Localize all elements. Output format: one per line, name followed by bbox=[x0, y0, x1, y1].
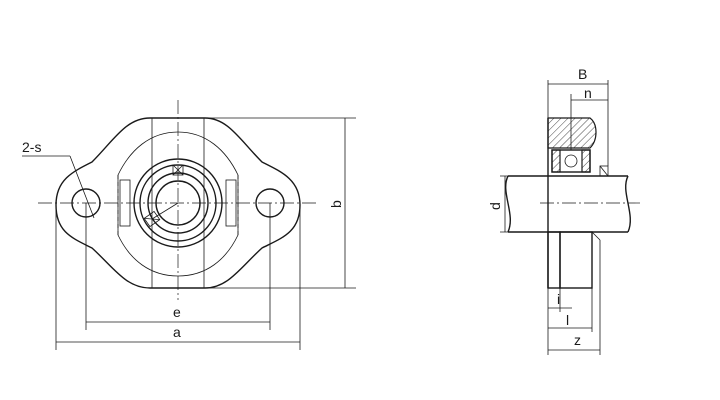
dim-i-label: i bbox=[557, 291, 560, 307]
dim-z-label: z bbox=[574, 332, 581, 348]
bolt-spacing-label: e bbox=[173, 304, 181, 320]
overall-length-label: a bbox=[173, 324, 181, 340]
dim-l-label: l bbox=[566, 312, 569, 328]
flange-plate-side bbox=[547, 231, 561, 289]
housing-section-top bbox=[547, 117, 597, 149]
offset-n-label: n bbox=[584, 85, 592, 101]
shaft-diameter-label: d bbox=[487, 202, 503, 210]
inner-ring-extension bbox=[559, 231, 593, 289]
ball bbox=[564, 154, 578, 168]
shaft-break-right bbox=[624, 175, 632, 233]
shaft-break-left bbox=[504, 175, 512, 233]
holes-label: 2-s bbox=[22, 139, 41, 155]
holes-leader bbox=[69, 155, 95, 219]
front-view: 2-s b e a bbox=[22, 100, 356, 350]
height-label: b bbox=[328, 200, 344, 208]
side-view: B n d i l z bbox=[487, 66, 640, 355]
width-label: B bbox=[578, 66, 587, 82]
